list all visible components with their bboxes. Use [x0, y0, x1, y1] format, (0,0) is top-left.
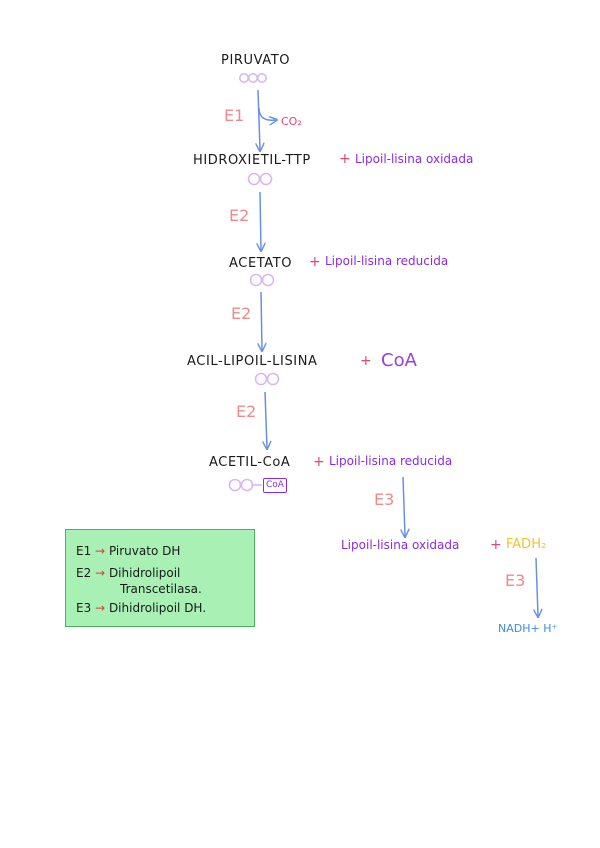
legend-code: E3 [76, 601, 92, 615]
carbon-chain-2c [249, 273, 275, 287]
legend-row-e1: E1 → Piruvato DH [76, 544, 180, 558]
enzyme-label-e3: E3 [505, 571, 526, 590]
carbon-chain-2c [247, 172, 273, 186]
carbon-chain-3c [239, 73, 267, 84]
legend-name: Dihidrolipoil [108, 566, 181, 580]
plus-sign: + [339, 151, 351, 167]
legend-row-e3: E3 → Dihidrolipoil DH. [76, 601, 206, 615]
lipoil-lisina-oxidada: Lipoil-lisina oxidada [355, 152, 474, 166]
plus-sign: + [490, 537, 502, 553]
legend-name: Transcetilasa. [120, 582, 202, 596]
arrow-co2-branch [258, 107, 276, 120]
carbon-chain-2c [228, 478, 262, 492]
molecule-hidroxietil-ttp: HIDROXIETIL-TTP [193, 153, 311, 168]
co2-byproduct: CO₂ [281, 115, 302, 128]
enzyme-label-e2: E2 [231, 304, 252, 323]
arrow-step-6 [536, 557, 538, 616]
plus-sign: + [309, 254, 321, 270]
plus-sign: + [360, 353, 372, 369]
legend-row-e2: E2 → Dihidrolipoil [76, 566, 180, 580]
legend-code: E1 [76, 544, 92, 558]
coa-tag: CoA [263, 478, 287, 493]
legend-row-e2-cont: Transcetilasa. [120, 582, 202, 596]
plus-sign: + [313, 454, 325, 470]
nadh-h: NADH+ H⁺ [498, 622, 558, 635]
enzyme-legend: E1 → Piruvato DH E2 → Dihidrolipoil Tran… [65, 529, 255, 627]
carbon-chain-2c [254, 372, 280, 386]
arrow-step-1 [258, 89, 260, 150]
lipoil-lisina-oxidada-regenerated: Lipoil-lisina oxidada [341, 538, 460, 552]
legend-arrow: → [95, 566, 106, 580]
enzyme-label-e2: E2 [229, 206, 250, 225]
legend-arrow: → [95, 544, 106, 558]
legend-name: Dihidrolipoil DH. [108, 601, 207, 615]
legend-arrow: → [95, 601, 106, 615]
coenzyme-a: CoA [381, 350, 417, 371]
legend-name: Piruvato DH [108, 544, 181, 558]
molecule-piruvato: PIRUVATO [221, 53, 291, 68]
enzyme-label-e3: E3 [374, 490, 395, 509]
arrow-step-3 [261, 291, 262, 350]
arrow-step-5 [403, 476, 405, 536]
molecule-acil-lipoil-lisina: ACIL-LIPOIL-LISINA [187, 354, 318, 369]
molecule-acetil-coa: ACETIL-CoA [209, 455, 291, 470]
lipoil-lisina-reducida: Lipoil-lisina reducida [329, 454, 453, 468]
arrow-step-4 [265, 391, 267, 448]
enzyme-label-e1: E1 [224, 106, 245, 125]
legend-code: E2 [76, 566, 92, 580]
molecule-acetato: ACETATO [229, 256, 293, 271]
enzyme-label-e2: E2 [236, 402, 257, 421]
arrow-step-2 [260, 191, 261, 250]
lipoil-lisina-reducida: Lipoil-lisina reducida [325, 254, 449, 268]
fadh2: FADH₂ [506, 537, 547, 552]
